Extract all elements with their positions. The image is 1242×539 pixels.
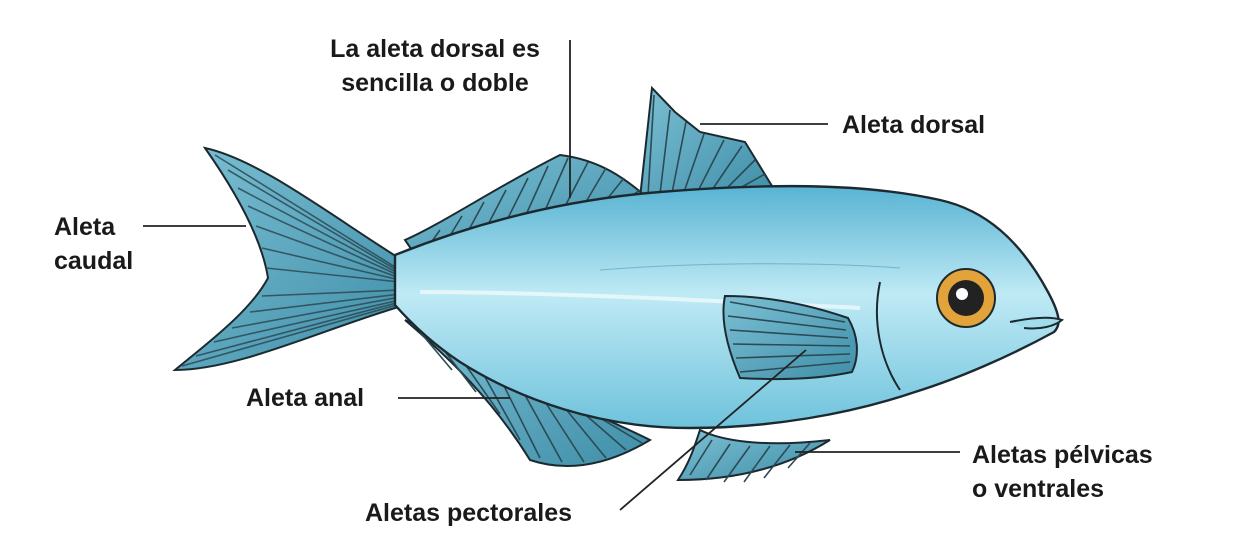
pelvic-fin [678,430,830,482]
label-caudal-line-2: caudal [54,244,133,278]
label-pectoral-text: Aletas pectorales [365,496,572,530]
label-pelvic-line-1: Aletas pélvicas [972,438,1153,472]
label-dorsal-text: Aleta dorsal [842,108,985,142]
eye [937,269,995,327]
caudal-fin [175,148,405,370]
label-anal: Aleta anal [246,381,364,415]
label-caudal-line-1: Aleta [54,210,133,244]
label-pelvic-line-2: o ventrales [972,472,1153,506]
label-pectoral: Aletas pectorales [365,496,572,530]
label-caudal: Aleta caudal [54,210,133,278]
label-dorsal: Aleta dorsal [842,108,985,142]
label-pelvic: Aletas pélvicas o ventrales [972,438,1153,506]
dorsal-fin-front [640,88,772,198]
label-dorsal-note-line-2: sencilla o doble [306,66,564,100]
label-dorsal-note: La aleta dorsal es sencilla o doble [306,32,564,100]
label-anal-text: Aleta anal [246,381,364,415]
label-dorsal-note-line-1: La aleta dorsal es [306,32,564,66]
